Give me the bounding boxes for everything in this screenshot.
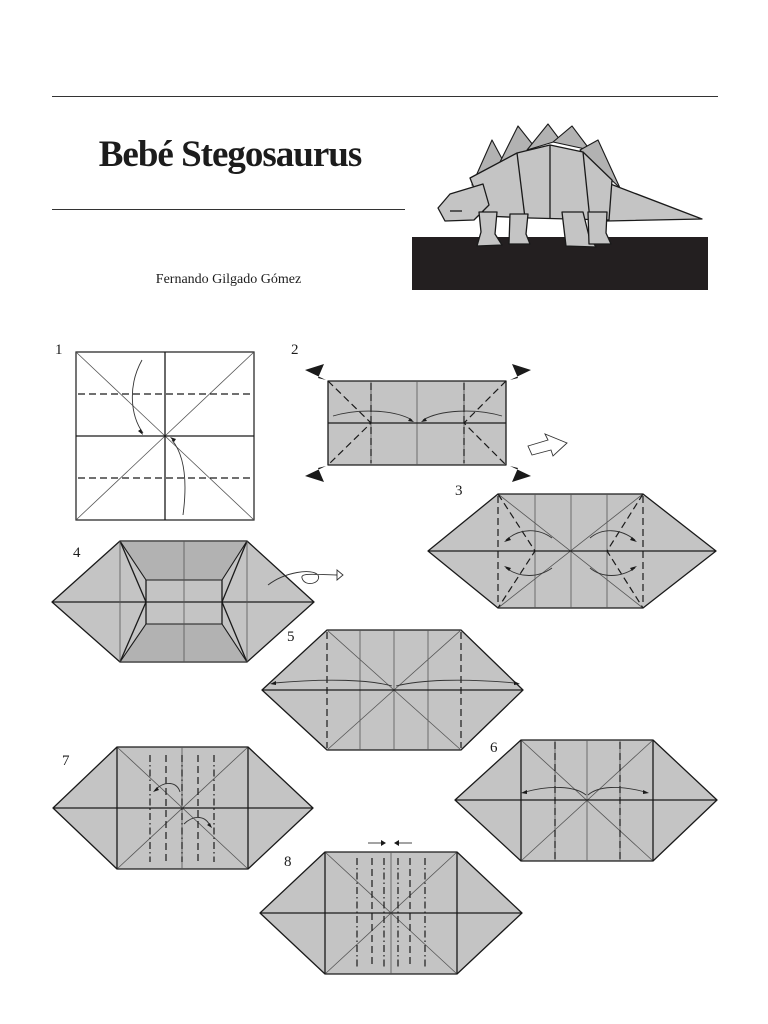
step-2-diagram xyxy=(305,364,568,482)
step-5-number: 5 xyxy=(287,629,295,645)
step-5-diagram xyxy=(261,629,524,751)
step-2-number: 2 xyxy=(291,342,299,358)
step-4-number: 4 xyxy=(73,545,81,561)
step-4-diagram xyxy=(51,540,344,663)
finished-model-illustration xyxy=(412,123,708,290)
page-title: Bebé Stegosaurus xyxy=(98,134,363,175)
step-3-number: 3 xyxy=(455,483,463,499)
step-3-diagram xyxy=(427,493,717,609)
step-7-number: 7 xyxy=(62,753,70,769)
step-8-number: 8 xyxy=(284,854,292,870)
author-name: Fernando Gilgado Gómez xyxy=(155,272,302,287)
step-8-diagram xyxy=(259,840,523,975)
display-stand xyxy=(412,237,708,290)
step-6-diagram xyxy=(454,739,718,862)
top-rule xyxy=(52,96,718,97)
step-1-number: 1 xyxy=(55,342,63,358)
title-rule xyxy=(52,209,405,210)
stegosaurus-model xyxy=(437,123,703,248)
step-7-diagram xyxy=(52,746,314,870)
step-1-diagram xyxy=(75,351,255,521)
step-6-number: 6 xyxy=(490,740,498,756)
